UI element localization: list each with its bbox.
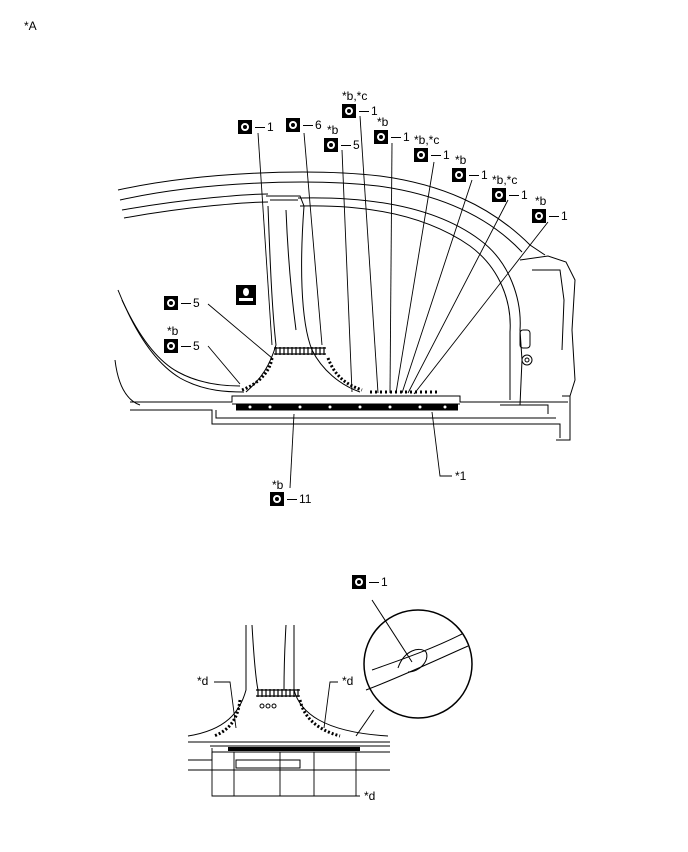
callout-b-5-note: *b xyxy=(327,123,339,137)
weld-point-icon xyxy=(414,148,428,162)
detail-weld-seams xyxy=(213,689,341,738)
figure-label: *A xyxy=(24,19,37,33)
detail-leader-lines xyxy=(211,681,360,797)
sill-weld-band xyxy=(236,404,458,410)
callout-bc-1: 1 xyxy=(342,104,378,118)
callout-bc-1-note: *b,*c xyxy=(342,89,368,103)
callout-b-1a: 1 xyxy=(374,130,410,144)
callout-bc-1b: 1 xyxy=(414,148,450,162)
callout-left-1: 1 xyxy=(238,120,274,134)
detail-note-left: *d xyxy=(197,674,209,688)
roof-outer-line xyxy=(117,171,546,256)
callout-b-5: 5 xyxy=(324,138,360,152)
weld-point-icon xyxy=(164,339,178,353)
weld-point-icon xyxy=(342,104,356,118)
detail-view xyxy=(187,599,473,771)
weld-point-icon xyxy=(492,188,506,202)
callout-b-1c-note: *b xyxy=(455,153,467,167)
detail-note-right: *d xyxy=(342,674,354,688)
callout-left-b-5-note: *b xyxy=(167,324,179,338)
callout-bc-1b-note: *b,*c xyxy=(414,133,440,147)
callout-b-1a-note: *b xyxy=(377,115,389,129)
callout-bc-1d: 1 xyxy=(492,188,528,202)
weld-point-icon xyxy=(238,120,252,134)
rocker-bottom-line xyxy=(130,409,561,438)
note-star1: *1 xyxy=(455,469,467,483)
door-opening-rear-edge xyxy=(297,197,523,406)
weld-point-icon xyxy=(532,209,546,223)
callout-bc-1d-note: *b,*c xyxy=(492,173,518,187)
weld-point-icon xyxy=(270,492,284,506)
weld-point-icon xyxy=(352,575,366,589)
detail-magnifier-circle xyxy=(363,609,473,719)
b-pillar-outline xyxy=(266,195,361,393)
weld-point-icon xyxy=(452,168,466,182)
weld-point-icon xyxy=(374,130,388,144)
weld-point-icon xyxy=(324,138,338,152)
upper-leader-lines xyxy=(207,115,549,489)
callout-b-1c: 1 xyxy=(452,168,488,182)
weld-point-icon xyxy=(286,118,300,132)
callout-left-5: 5 xyxy=(164,296,200,310)
callout-b-1e: 1 xyxy=(532,209,568,223)
callout-b-11-note: *b xyxy=(272,478,284,492)
roof-inner-line xyxy=(119,181,523,253)
callout-left-b-5: 5 xyxy=(164,339,200,353)
callout-6: 6 xyxy=(286,118,322,132)
callout-b-11: 11 xyxy=(270,492,311,506)
detail-note-bottom: *d xyxy=(364,789,376,803)
sealer-icon xyxy=(236,285,256,305)
callout-b-1e-note: *b xyxy=(535,194,547,208)
weld-point-icon xyxy=(164,296,178,310)
callout-detail-1: 1 xyxy=(352,575,388,589)
upper-weld-seams xyxy=(241,347,440,394)
rocker-top-line xyxy=(130,395,568,403)
